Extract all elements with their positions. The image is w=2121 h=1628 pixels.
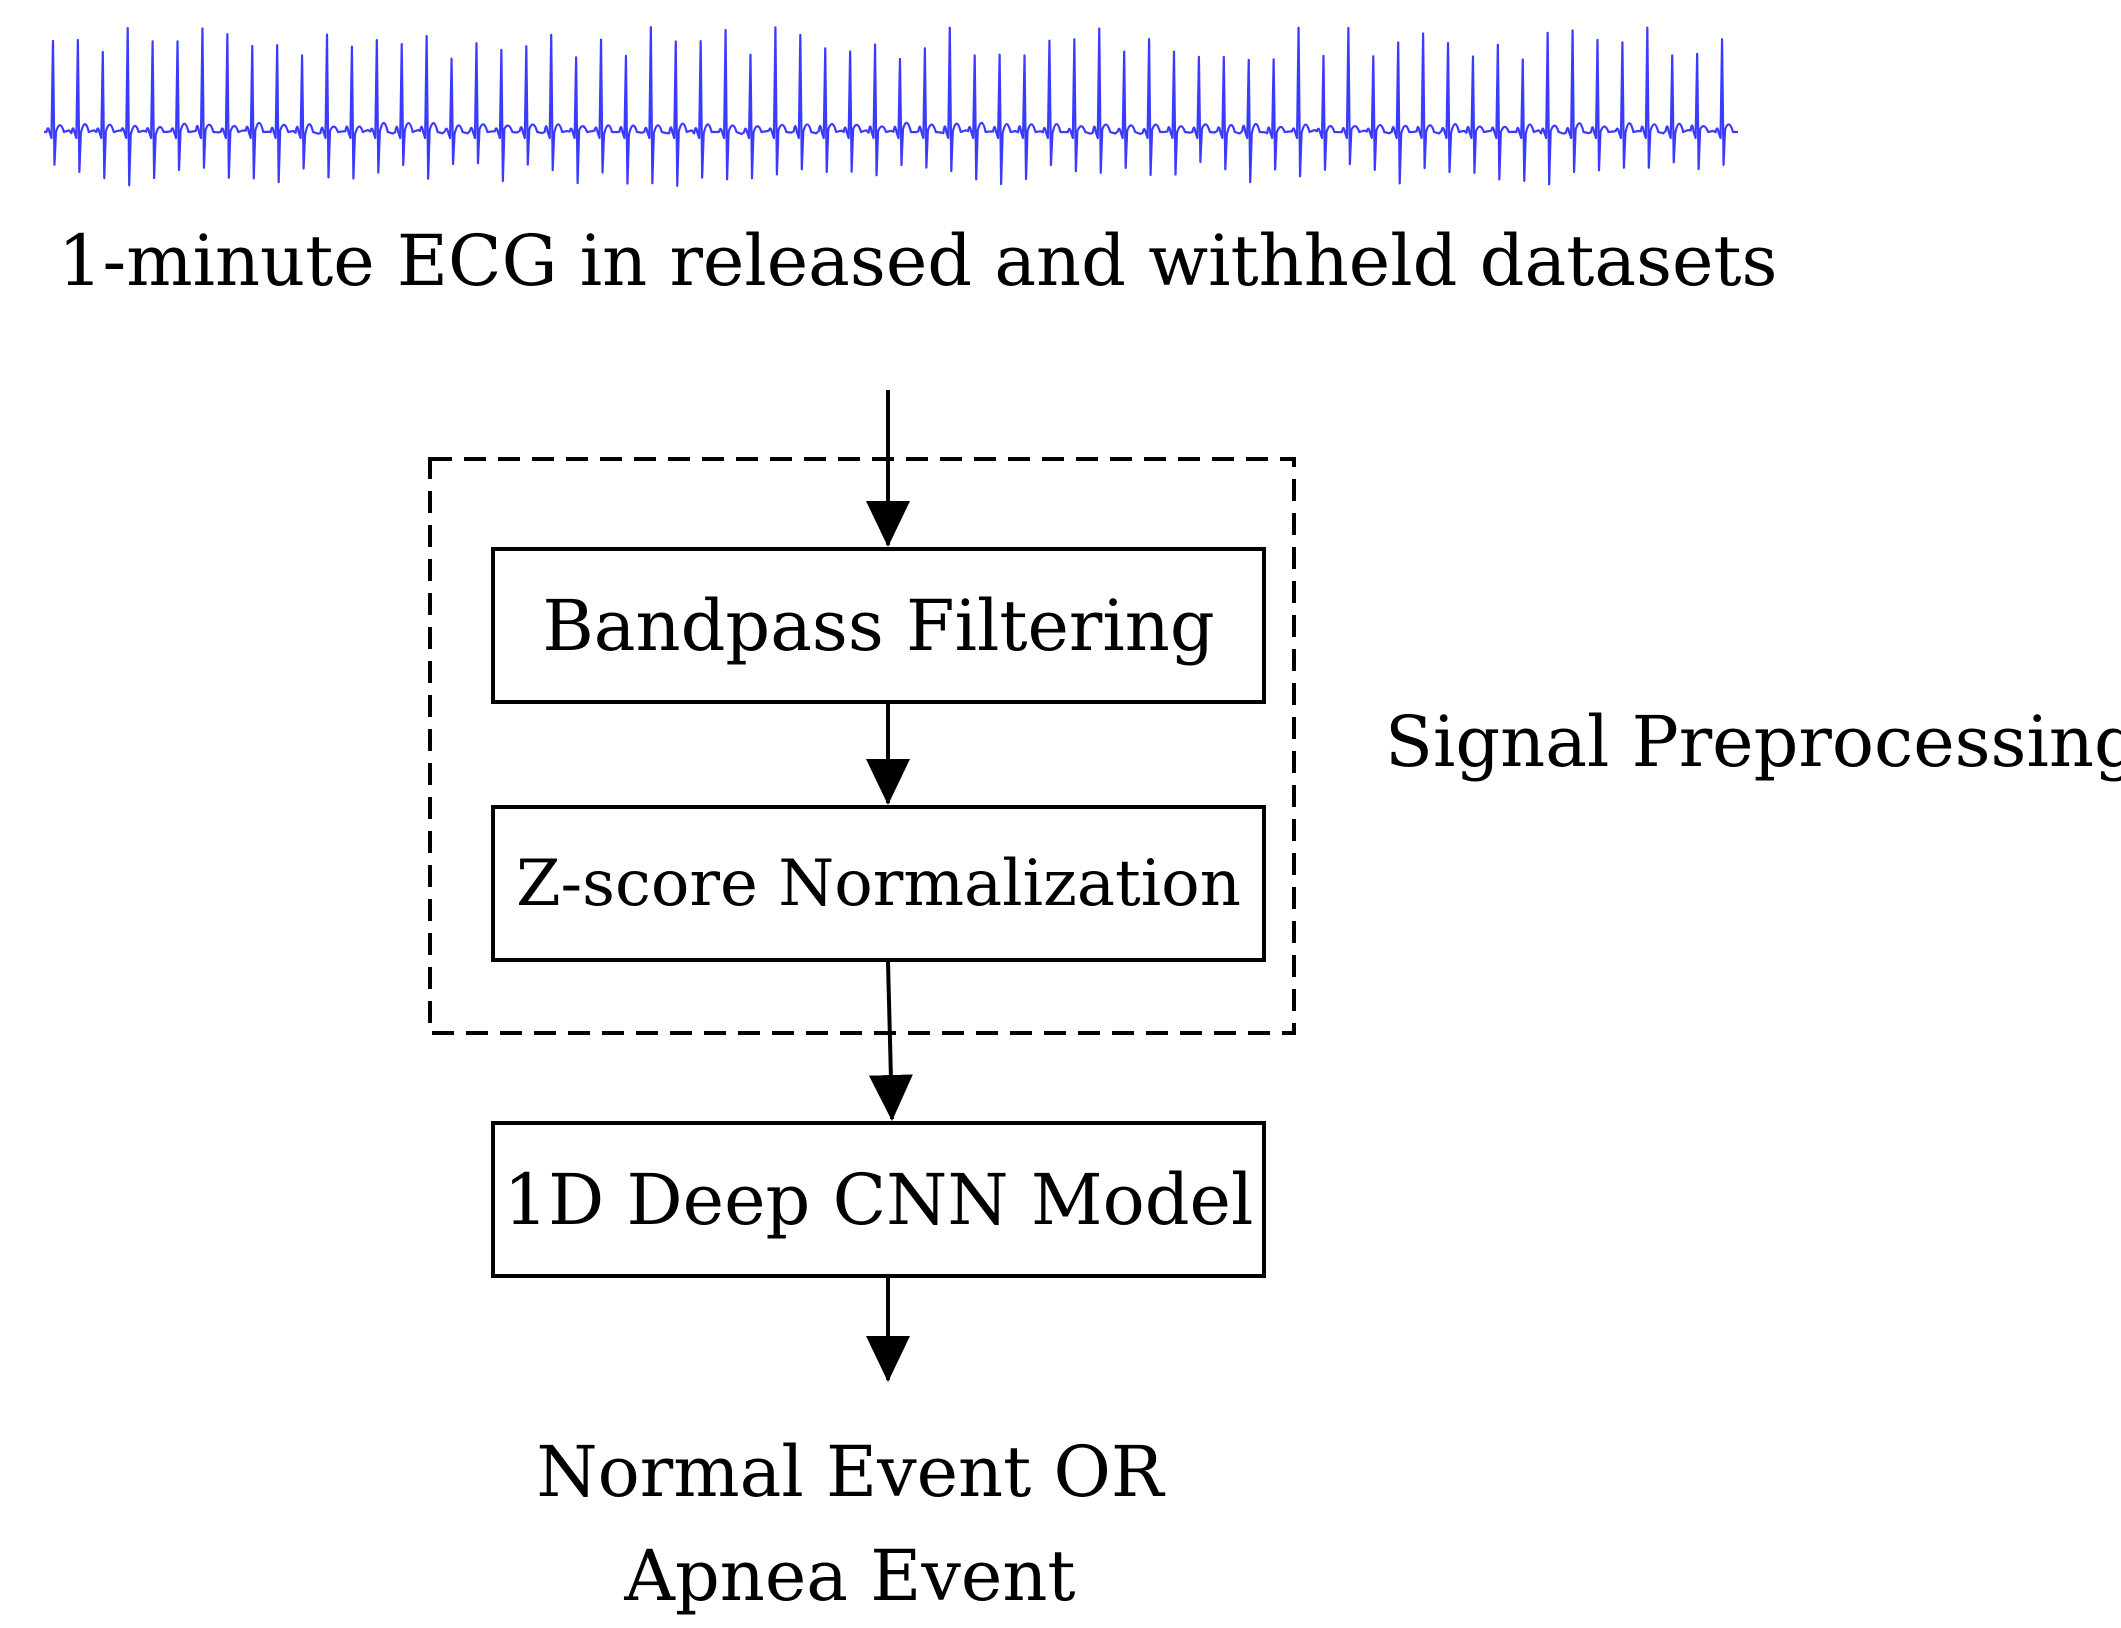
preprocessing-group-border	[428, 457, 1296, 1035]
ecg-waveform-icon	[43, 26, 1739, 187]
arrow-zscore-to-cnn	[868, 961, 913, 1121]
ecg-trace-line	[43, 26, 1739, 187]
output-label-line-2: Apnea Event	[624, 1535, 1076, 1617]
cnn-model-box: 1D Deep CNN Model	[491, 1121, 1266, 1278]
output-label-line-1: Normal Event OR	[536, 1431, 1164, 1513]
zscore-normalization-box: Z-score Normalization	[491, 805, 1266, 962]
output-label: Normal Event OR Apnea Event	[440, 1420, 1260, 1628]
signal-preprocessing-label: Signal Preprocessing	[1385, 701, 2121, 783]
input-label: 1-minute ECG in released and withheld da…	[58, 220, 1778, 302]
bandpass-filtering-box: Bandpass Filtering	[491, 547, 1266, 704]
